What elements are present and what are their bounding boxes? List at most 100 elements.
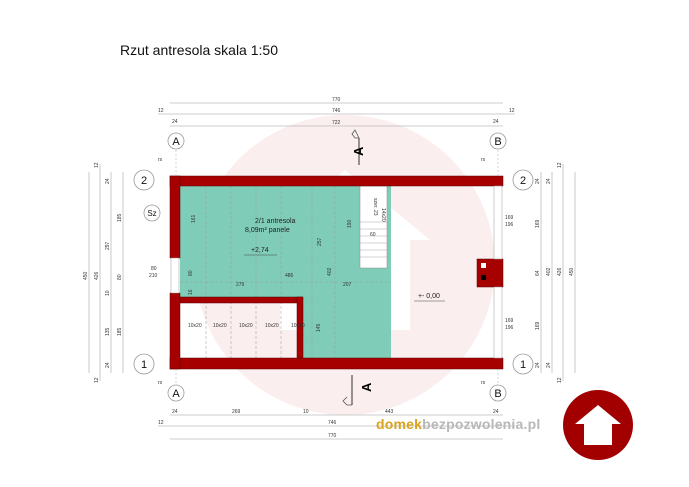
drawing-title: Rzut antresola skala 1:50 [120,42,278,58]
svg-text:80: 80 [117,274,123,280]
svg-text:135: 135 [105,327,111,336]
top-dimensions: 770 746 722 12 12 24 24 [158,97,515,127]
site-logo-text[interactable]: domekbezpozwolenia.pl [376,416,541,432]
section-marker-bottom: A [342,375,374,406]
svg-text:1: 1 [141,359,147,371]
svg-text:+: + [251,247,255,254]
window-lower [493,286,503,359]
svg-text:10: 10 [105,290,111,296]
svg-text:196: 196 [505,325,514,331]
svg-text:207: 207 [343,282,352,288]
inner-dimensions: 486 279 207 402 257 161 80 16 145 190 60… [149,198,514,332]
svg-text:169: 169 [505,215,514,221]
svg-text:12: 12 [94,377,100,383]
svg-text:A: A [359,382,374,392]
svg-text:402: 402 [327,267,333,276]
svg-text:10x20: 10x20 [213,323,227,329]
svg-text:rs: rs [158,380,163,386]
window-upper [493,185,503,260]
svg-text:24: 24 [546,178,552,184]
svg-text:12: 12 [509,108,515,114]
svg-text:60: 60 [370,232,376,238]
svg-text:161: 161 [191,214,197,223]
svg-text:269: 269 [232,409,241,415]
svg-text:A: A [351,146,366,156]
svg-text:746: 746 [332,108,341,114]
svg-text:rs: rs [158,157,163,163]
bottom-dimensions: 24 269 10 443 24 12 746 770 [158,409,515,440]
svg-text:Sz: Sz [147,209,156,218]
svg-text:16: 16 [188,289,194,295]
stair-treads [360,221,387,258]
svg-text:24: 24 [546,362,552,368]
section-marker-top: A [351,129,366,165]
svg-text:486: 486 [285,273,294,279]
svg-text:169: 169 [505,318,514,324]
svg-text:185: 185 [117,327,123,336]
svg-text:185: 185 [117,213,123,222]
svg-text:12: 12 [158,108,164,114]
beam-lines [180,186,391,358]
right-dimensions: 24 169 64 169 24 24 402 24 426 12 12 450 [535,162,576,383]
svg-text:297: 297 [105,241,111,250]
svg-text:12: 12 [557,377,563,383]
svg-text:145: 145 [316,323,322,332]
level-ground: - 0,00 [422,293,440,300]
svg-text:169: 169 [535,219,541,228]
svg-text:rs: rs [481,380,486,386]
svg-text:14x20: 14x20 [380,208,386,222]
svg-text:450: 450 [569,267,575,276]
svg-text:746: 746 [328,420,337,426]
svg-text:24: 24 [105,362,111,368]
door [170,257,180,294]
svg-text:szer. 23: szer. 23 [372,198,378,216]
mezzanine-floor [180,186,391,297]
svg-text:10x20: 10x20 [188,323,202,329]
svg-text:196: 196 [505,222,514,228]
svg-text:10x20: 10x20 [265,323,279,329]
svg-text:24: 24 [493,409,499,415]
room-name: 2/1 antresola [255,218,296,225]
svg-text:A: A [172,136,180,148]
beam-labels: 10x20 10x20 10x20 10x20 10x20 [188,323,305,329]
axis-markers: A B A B 2 2 1 1 Sz rs rs rs rs [133,132,534,402]
home-logo-icon[interactable] [563,390,633,460]
svg-text:10x20: 10x20 [239,323,253,329]
room-area: 8,09m² panele [245,227,290,234]
svg-text:12: 12 [158,420,164,426]
svg-text:257: 257 [317,237,323,246]
svg-text:426: 426 [557,267,563,276]
svg-text:24: 24 [172,119,178,125]
svg-text:24: 24 [535,362,541,368]
svg-text:190: 190 [347,219,353,228]
svg-text:10x20: 10x20 [291,323,305,329]
svg-text:+: + [418,293,422,300]
svg-text:24: 24 [172,409,178,415]
svg-text:B: B [494,136,501,148]
svg-text:210: 210 [149,273,158,279]
svg-text:770: 770 [332,97,341,103]
svg-text:279: 279 [236,282,245,288]
svg-text:426: 426 [94,271,100,280]
svg-text:443: 443 [385,409,394,415]
left-dimensions: 450 426 12 12 24 297 10 135 24 185 80 18… [83,162,124,383]
svg-text:24: 24 [535,178,541,184]
svg-text:10: 10 [303,409,309,415]
svg-text:80: 80 [151,266,157,272]
mezzanine-floor-lower [300,297,391,358]
svg-text:80: 80 [188,270,194,276]
svg-text:64: 64 [535,270,541,276]
svg-text:12: 12 [94,162,100,168]
svg-text:450: 450 [83,271,89,280]
svg-text:169: 169 [535,321,541,330]
svg-text:722: 722 [332,120,341,126]
svg-text:402: 402 [546,267,552,276]
svg-text:2: 2 [520,175,526,187]
svg-text:24: 24 [493,119,499,125]
svg-text:12: 12 [557,162,563,168]
svg-text:A: A [172,388,180,400]
svg-text:770: 770 [328,433,337,439]
level-mezzanine: 2,74 [255,247,269,254]
svg-text:B: B [494,388,501,400]
